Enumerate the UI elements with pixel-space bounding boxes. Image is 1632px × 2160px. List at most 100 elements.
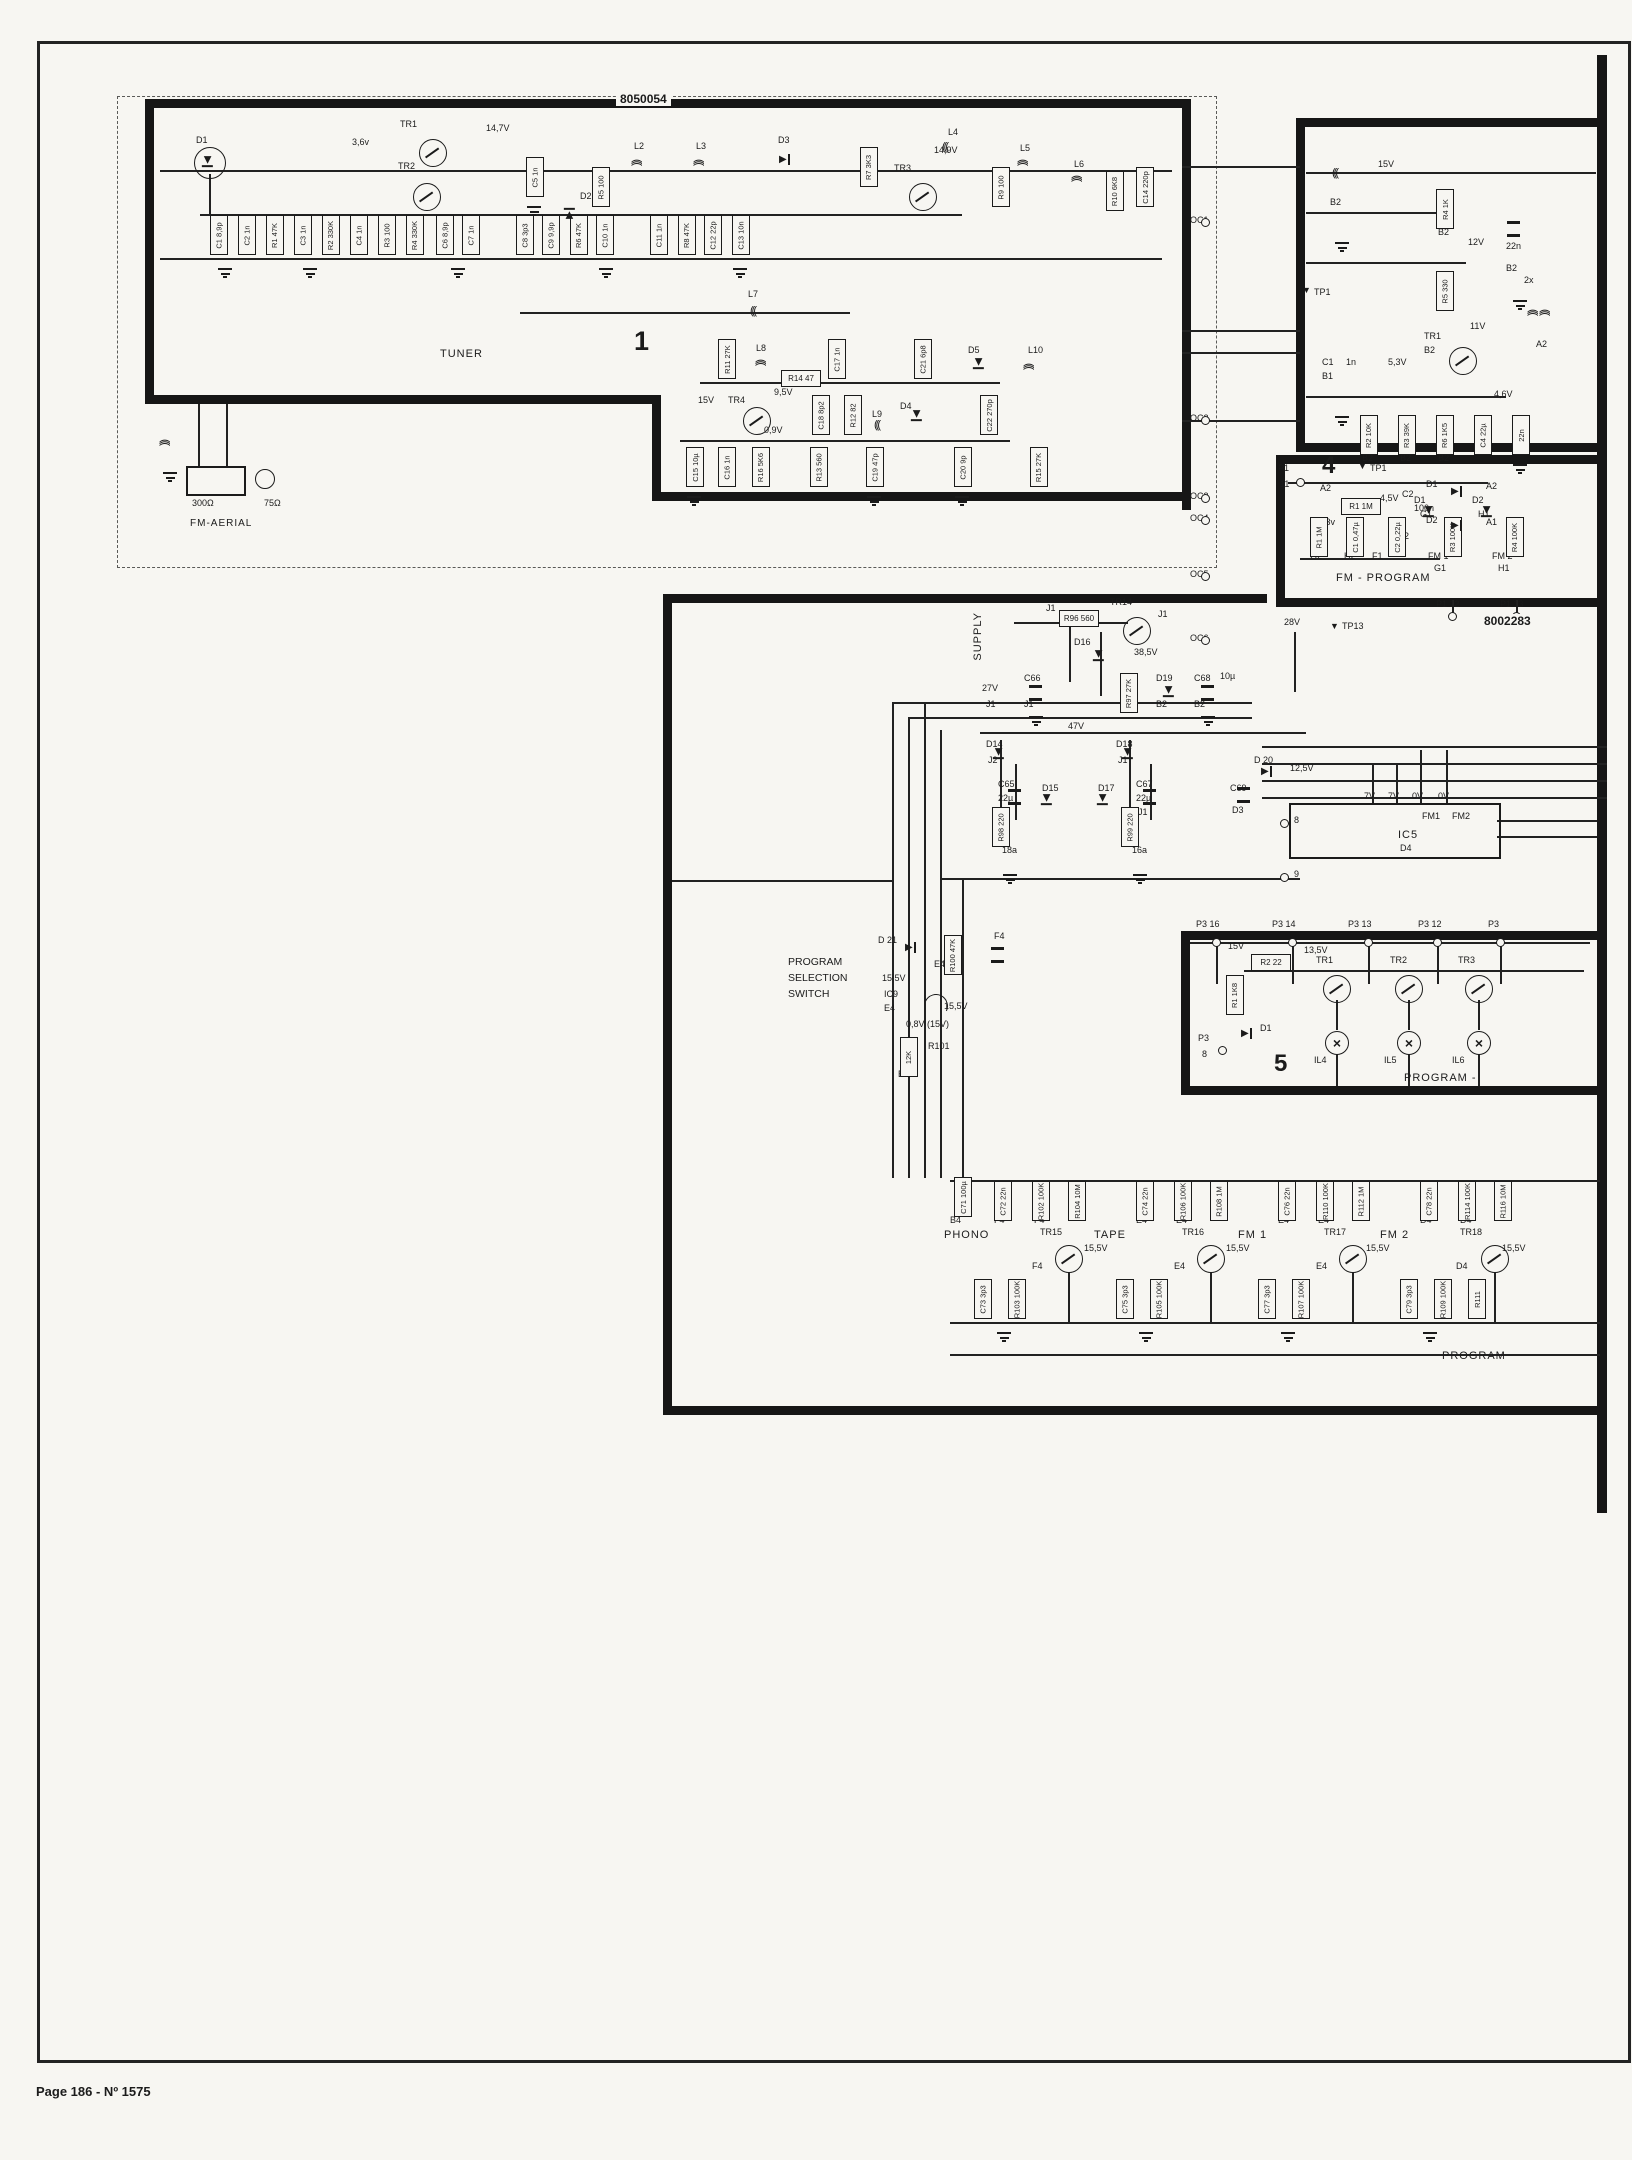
schematic-label: 15V xyxy=(1378,159,1395,169)
schematic-label: J1 xyxy=(1138,807,1148,817)
component-r4: R4 1K xyxy=(1436,189,1454,229)
wire xyxy=(892,702,1252,704)
schematic-label: C66 xyxy=(1024,673,1041,683)
component-r13: R13 560 xyxy=(810,447,828,487)
wire xyxy=(1478,1054,1480,1086)
wire xyxy=(226,404,228,466)
wire xyxy=(700,382,1000,384)
component-c76: C76 22n xyxy=(1278,1181,1296,1221)
component-r1: R1 1M xyxy=(1310,517,1328,557)
component-r102: R102 100K xyxy=(1032,1181,1050,1221)
page-footer: Page 186 - Nº 1575 xyxy=(36,2084,151,2099)
component-r3: R3 100K xyxy=(1444,517,1462,557)
schematic-label: C65 xyxy=(998,779,1015,789)
connection-node xyxy=(1218,1046,1227,1055)
schematic-label: TR1 xyxy=(1424,331,1442,341)
schematic-label: TR1 xyxy=(400,119,418,129)
wire xyxy=(1408,1000,1410,1030)
tuner-board-number: 8050054 xyxy=(616,92,671,106)
schematic-label: F1 xyxy=(1372,551,1383,561)
schematic-label: 11V xyxy=(1470,321,1486,331)
schematic-label: D1 xyxy=(1426,479,1438,489)
schematic-label: TR17 xyxy=(1324,1227,1347,1237)
diode-symbol: ▶ xyxy=(1451,486,1462,497)
schematic-label: A1 xyxy=(1486,517,1498,527)
schematic-label: TR2 xyxy=(398,161,416,171)
schematic-label: 12,5V xyxy=(1290,763,1314,773)
wire xyxy=(1262,763,1607,765)
board-outline xyxy=(1181,931,1190,1095)
wire xyxy=(892,702,894,1178)
diode-symbol: ▶ xyxy=(1422,506,1434,517)
schematic-label: 0,8V (15V) xyxy=(906,1019,950,1029)
schematic-label: L7 xyxy=(748,289,759,299)
schematic-label: B2 xyxy=(1400,453,1412,463)
lamp-symbol: × xyxy=(1397,1031,1421,1055)
connection-node xyxy=(1201,516,1210,525)
wire xyxy=(1210,1272,1212,1322)
schematic-label: B2 xyxy=(1194,699,1206,709)
schematic-label: B4 xyxy=(950,1215,962,1225)
component-c21: C21 6p8 xyxy=(914,339,932,379)
component-r12: R12 82 xyxy=(844,395,862,435)
wire xyxy=(1336,1000,1338,1030)
connection-node xyxy=(1496,938,1505,947)
inductor-symbol: ((( xyxy=(750,305,757,317)
schematic-label: 12V xyxy=(1468,237,1485,247)
capacitor-symbol xyxy=(1237,787,1250,803)
component-c16: C16 1n xyxy=(718,447,736,487)
schematic-label: 15,5V xyxy=(944,1001,968,1011)
wire xyxy=(940,878,1300,880)
schematic-label: TR3 xyxy=(894,163,912,173)
aerial-impedance-75: 75Ω xyxy=(264,498,281,508)
component-c71: C71 100µ xyxy=(954,1177,972,1217)
schematic-label: D5 xyxy=(968,345,980,355)
component-r1: R1 47K xyxy=(266,215,284,255)
schematic-label: B2 xyxy=(1362,453,1374,463)
component-r116: R116 10M xyxy=(1494,1181,1512,1221)
wire xyxy=(1262,780,1607,782)
component-c77: C77 3p3 xyxy=(1258,1279,1276,1319)
ground-symbol xyxy=(1281,1332,1295,1343)
schematic-label: 15V xyxy=(1228,941,1245,951)
schematic-label: E4 xyxy=(1316,1261,1328,1271)
wire xyxy=(1150,764,1152,820)
diode-symbol: ▶ xyxy=(1162,686,1174,697)
transistor-symbol xyxy=(413,183,441,211)
component-c2: C2 0,22µ xyxy=(1388,517,1406,557)
ground-symbol xyxy=(303,268,317,279)
schematic-label: D1 xyxy=(1414,495,1426,505)
schematic-label: D3 xyxy=(778,135,790,145)
schematic-label: H1 xyxy=(1478,510,1490,519)
transistor-symbol xyxy=(1395,975,1423,1003)
component-r16: R16 5K6 xyxy=(752,447,770,487)
wire xyxy=(950,1354,1600,1356)
schematic-label: D3 xyxy=(1232,805,1244,815)
wire xyxy=(1516,600,1518,616)
component-r108: R108 1M xyxy=(1210,1181,1228,1221)
connection-node xyxy=(1201,636,1210,645)
component-c74: C74 22n xyxy=(1136,1181,1154,1221)
connection-node xyxy=(1296,478,1305,487)
wire xyxy=(1336,1054,1338,1086)
aerial-balun-symbol xyxy=(186,466,246,496)
inductor-symbol: ((( xyxy=(1017,159,1029,164)
inductor-symbol: ((( xyxy=(1023,363,1035,368)
schematic-label: D4 xyxy=(900,401,912,411)
component-r2: R2 10K xyxy=(1360,415,1378,455)
ground-symbol xyxy=(955,496,969,507)
schematic-label: 38,5V xyxy=(1134,647,1158,657)
component-c4: C4 1n xyxy=(350,215,368,255)
wire xyxy=(908,717,910,1178)
inductor-symbol: ((( xyxy=(1332,167,1339,179)
schematic-label: FM2 xyxy=(1452,811,1470,821)
board-outline xyxy=(1181,931,1607,940)
component-r98: R98 220 xyxy=(992,807,1010,847)
inductor-symbol: ((( xyxy=(942,141,949,153)
inductor-symbol: ((( xyxy=(874,419,881,431)
schematic-label: IC9 xyxy=(884,989,899,999)
component-c12: C12 22p xyxy=(704,215,722,255)
wire xyxy=(198,404,200,466)
schematic-label: TR3 xyxy=(1458,955,1476,965)
